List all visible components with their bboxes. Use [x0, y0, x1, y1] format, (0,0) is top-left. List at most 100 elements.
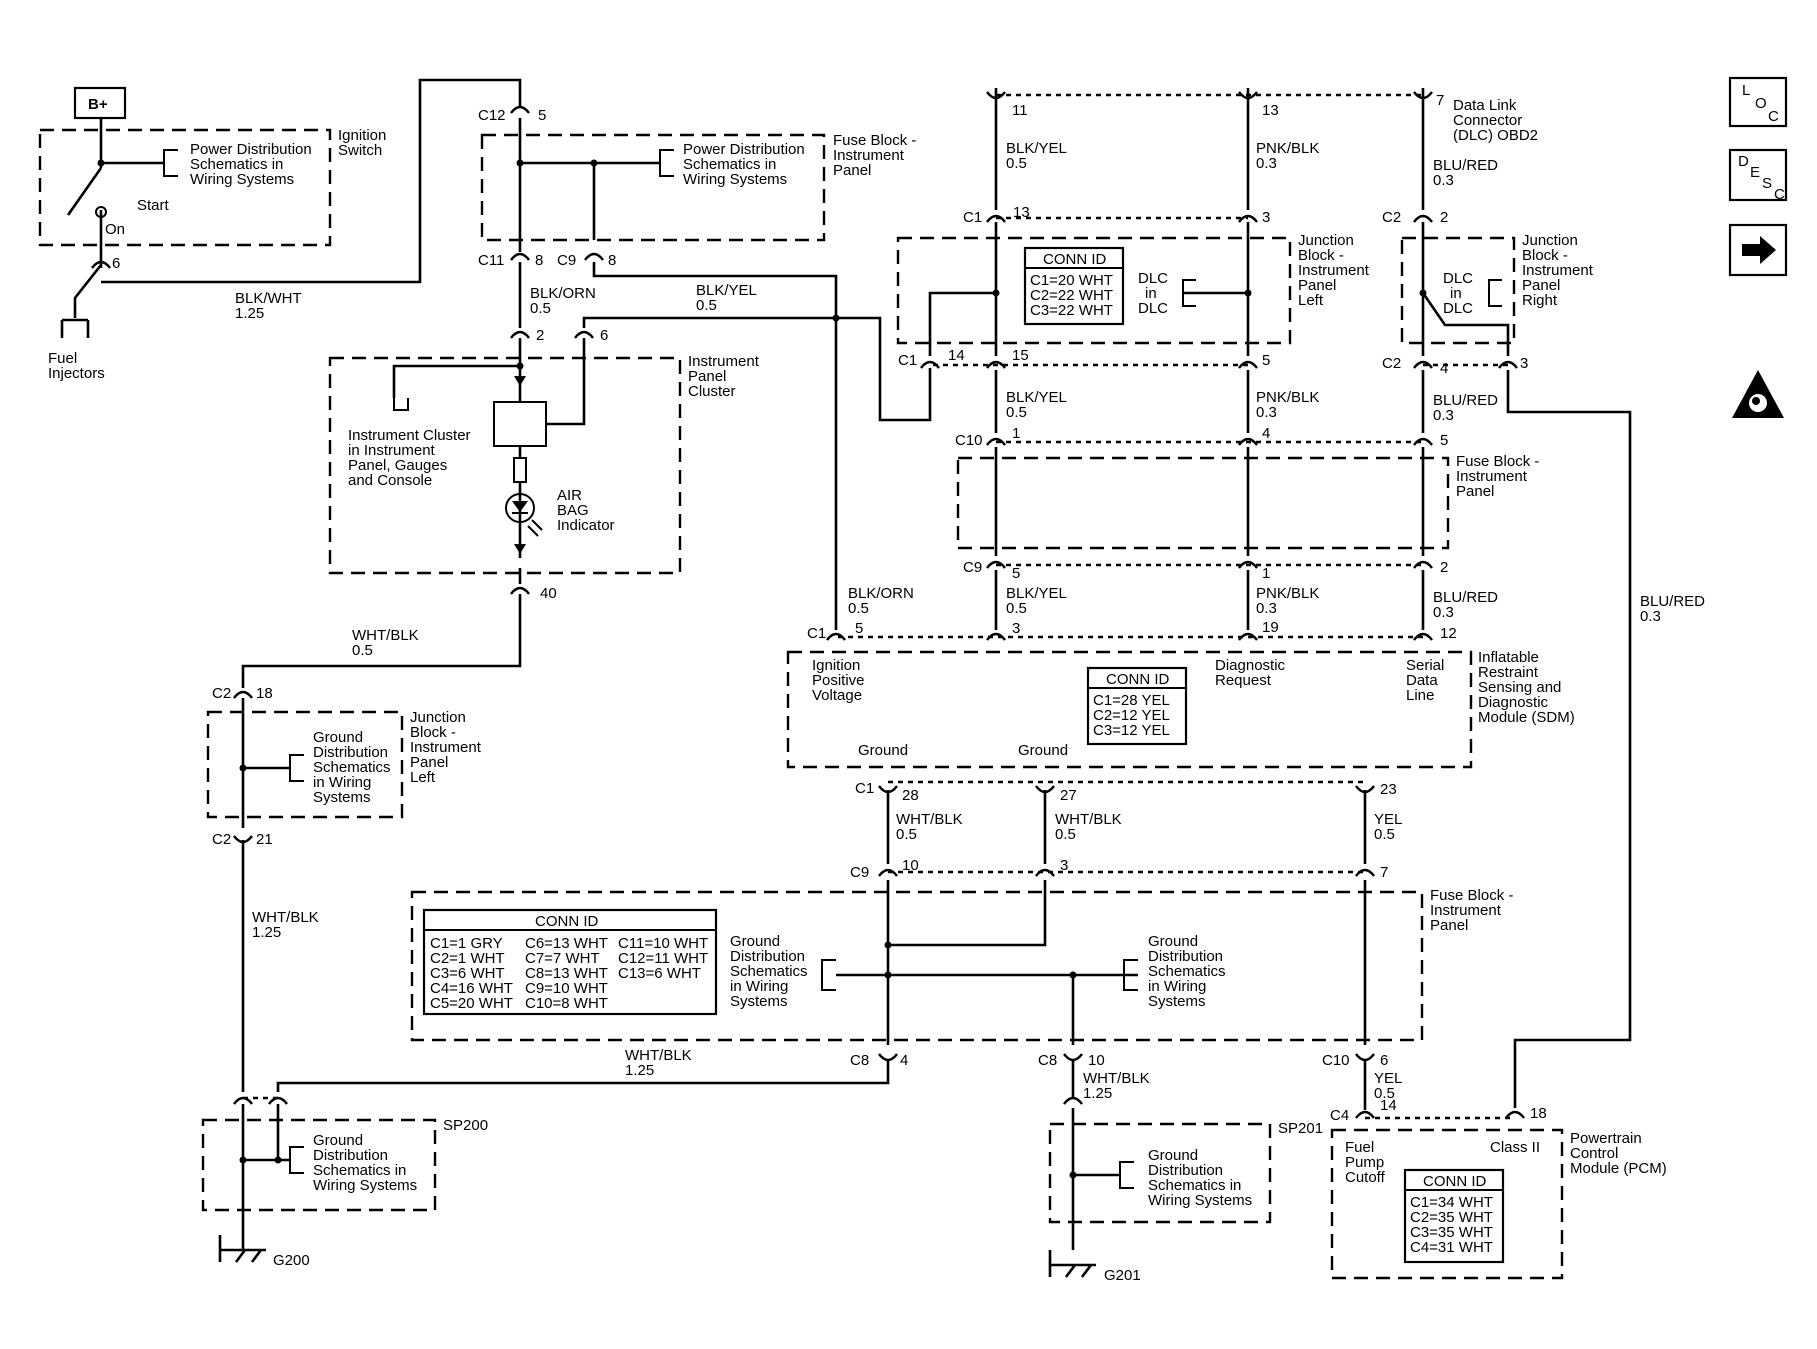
svg-text:7: 7	[1436, 92, 1444, 109]
svg-text:Fuel: Fuel	[1345, 1139, 1374, 1156]
svg-text:0.3: 0.3	[1256, 404, 1277, 421]
svg-text:C1=1 GRY: C1=1 GRY	[430, 935, 503, 952]
svg-text:Panel: Panel	[833, 162, 871, 179]
svg-text:2: 2	[1440, 209, 1448, 226]
svg-text:5: 5	[1440, 432, 1448, 449]
svg-text:C2=1 WHT: C2=1 WHT	[430, 950, 505, 967]
svg-text:Wiring Systems: Wiring Systems	[190, 171, 294, 188]
svg-text:DLC: DLC	[1138, 300, 1168, 317]
ground-symbol-g201	[1048, 1250, 1096, 1278]
svg-text:C2=22 WHT: C2=22 WHT	[1030, 287, 1113, 304]
svg-text:C10: C10	[1322, 1052, 1350, 1069]
svg-text:4: 4	[1440, 360, 1448, 377]
svg-text:BLU/RED: BLU/RED	[1640, 593, 1705, 610]
labels: B+ Ignition Switch Start On Fuel Injecto…	[48, 92, 1705, 1284]
svg-text:Ground: Ground	[1148, 1147, 1198, 1164]
svg-text:Schematics: Schematics	[313, 759, 391, 776]
svg-text:3: 3	[1262, 209, 1270, 226]
svg-text:6: 6	[600, 327, 608, 344]
svg-text:7: 7	[1380, 864, 1388, 881]
svg-text:C2: C2	[212, 685, 231, 702]
arrow-right-icon	[1742, 236, 1776, 264]
junction-block-left-bottom-box	[206, 710, 404, 819]
svg-text:C9: C9	[557, 252, 576, 269]
loc-button[interactable]: L O C	[1728, 76, 1788, 128]
svg-text:and Console: and Console	[348, 472, 432, 489]
svg-text:6: 6	[1380, 1052, 1388, 1069]
svg-text:Diagnostic: Diagnostic	[1478, 694, 1549, 711]
svg-text:CONN ID: CONN ID	[1106, 671, 1170, 688]
svg-text:2: 2	[536, 327, 544, 344]
conn-id-fuse-block	[422, 908, 718, 1016]
svg-text:Panel: Panel	[688, 368, 726, 385]
svg-text:C: C	[1768, 108, 1779, 125]
svg-text:C1: C1	[898, 352, 917, 369]
desc-button[interactable]: D E S C	[1728, 148, 1788, 203]
svg-text:0.5: 0.5	[530, 300, 551, 317]
svg-text:Ground: Ground	[313, 729, 363, 746]
svg-text:SP201: SP201	[1278, 1120, 1323, 1137]
svg-text:C12=11 WHT: C12=11 WHT	[618, 950, 708, 967]
svg-text:3: 3	[1012, 620, 1020, 637]
svg-text:Systems: Systems	[1148, 993, 1206, 1010]
svg-text:Schematics: Schematics	[1148, 963, 1226, 980]
svg-text:Block -: Block -	[1522, 247, 1568, 264]
svg-text:Instrument: Instrument	[410, 739, 482, 756]
svg-text:Instrument: Instrument	[688, 353, 760, 370]
svg-text:Distribution: Distribution	[313, 1147, 388, 1164]
svg-text:WHT/BLK: WHT/BLK	[1055, 811, 1122, 828]
connector-symbols	[91, 91, 1525, 1119]
svg-text:Ignition: Ignition	[812, 657, 860, 674]
svg-text:Schematics: Schematics	[730, 963, 808, 980]
svg-text:Panel: Panel	[1522, 277, 1560, 294]
svg-text:Wiring Systems: Wiring Systems	[1148, 1192, 1252, 1209]
svg-text:WHT/BLK: WHT/BLK	[352, 627, 419, 644]
svg-text:10: 10	[1088, 1052, 1105, 1069]
svg-text:D: D	[1738, 153, 1749, 170]
svg-text:19: 19	[1262, 619, 1279, 636]
svg-text:Instrument: Instrument	[1298, 262, 1370, 279]
svg-text:C1: C1	[963, 209, 982, 226]
svg-text:Panel: Panel	[1298, 277, 1336, 294]
svg-text:10: 10	[902, 857, 919, 874]
svg-text:Ignition: Ignition	[338, 127, 386, 144]
svg-text:Ground: Ground	[1148, 933, 1198, 950]
svg-text:Power Distribution: Power Distribution	[683, 141, 805, 158]
svg-text:BLK/YEL: BLK/YEL	[1006, 140, 1067, 157]
svg-text:8: 8	[608, 252, 616, 269]
svg-text:C9: C9	[850, 864, 869, 881]
svg-text:Panel, Gauges: Panel, Gauges	[348, 457, 447, 474]
svg-text:Systems: Systems	[313, 789, 371, 806]
svg-text:On: On	[105, 221, 125, 238]
svg-text:C: C	[1774, 186, 1785, 203]
svg-text:1.25: 1.25	[625, 1062, 654, 1079]
svg-text:C1=34 WHT: C1=34 WHT	[1410, 1194, 1493, 1211]
svg-text:5: 5	[1012, 565, 1020, 582]
svg-text:15: 15	[1012, 347, 1029, 364]
svg-text:Block -: Block -	[1298, 247, 1344, 264]
svg-text:in Wiring: in Wiring	[313, 774, 371, 791]
svg-text:Schematics in: Schematics in	[683, 156, 776, 173]
svg-text:0.3: 0.3	[1256, 155, 1277, 172]
svg-text:0.3: 0.3	[1256, 600, 1277, 617]
svg-text:C1=20 WHT: C1=20 WHT	[1030, 272, 1113, 289]
svg-text:Class II: Class II	[1490, 1139, 1540, 1156]
svg-text:C9: C9	[963, 559, 982, 576]
svg-text:21: 21	[256, 831, 273, 848]
svg-text:Indicator: Indicator	[557, 517, 615, 534]
svg-text:Left: Left	[1298, 292, 1324, 309]
svg-text:Module (PCM): Module (PCM)	[1570, 1160, 1667, 1177]
svg-text:Instrument Cluster: Instrument Cluster	[348, 427, 471, 444]
svg-text:1.25: 1.25	[1083, 1085, 1112, 1102]
svg-text:Data Link: Data Link	[1453, 97, 1517, 114]
svg-text:Schematics in: Schematics in	[313, 1162, 406, 1179]
svg-text:C3=35 WHT: C3=35 WHT	[1410, 1224, 1493, 1241]
svg-text:0.5: 0.5	[1006, 404, 1027, 421]
svg-text:0.3: 0.3	[1433, 604, 1454, 621]
svg-text:4: 4	[1262, 425, 1270, 442]
svg-text:Control: Control	[1570, 1145, 1618, 1162]
next-button[interactable]	[1728, 223, 1788, 277]
svg-text:WHT/BLK: WHT/BLK	[896, 811, 963, 828]
svg-text:BLK/YEL: BLK/YEL	[1006, 585, 1067, 602]
svg-text:11: 11	[1012, 102, 1028, 119]
